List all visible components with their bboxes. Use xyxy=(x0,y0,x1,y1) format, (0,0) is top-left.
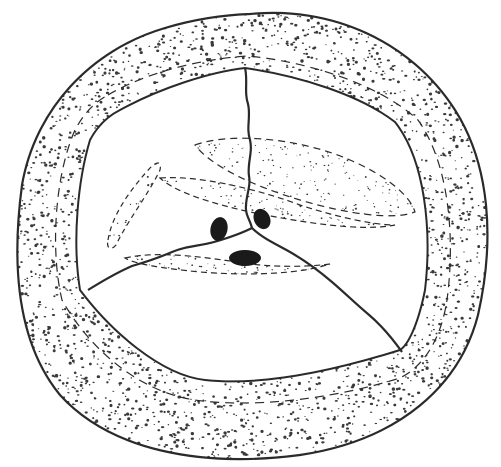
dark-spot-bottom xyxy=(229,250,261,266)
